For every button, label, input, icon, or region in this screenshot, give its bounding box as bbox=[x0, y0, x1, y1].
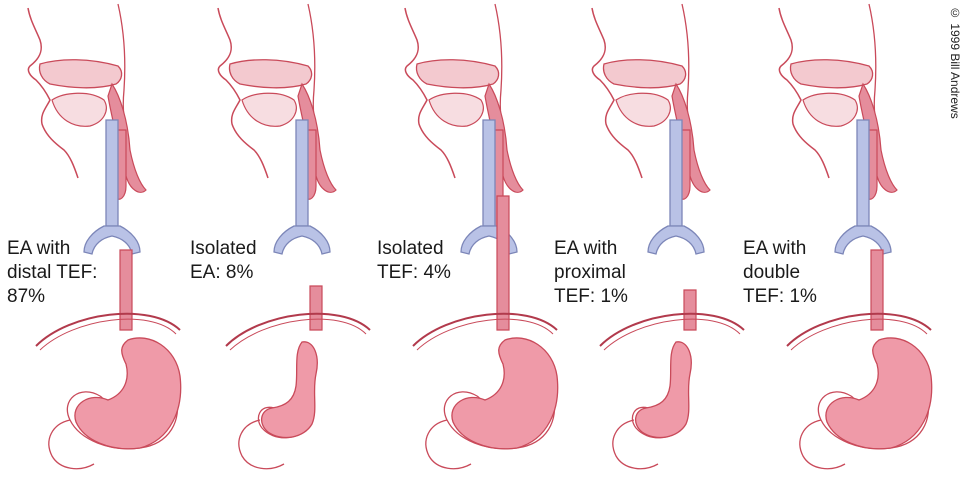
diaphragm bbox=[787, 314, 931, 346]
stomach bbox=[452, 338, 558, 449]
esophagus-lower bbox=[871, 250, 883, 330]
copyright-credit: © 1999 Bill Andrews bbox=[948, 6, 962, 119]
caption-ea-double-tef: EA with double TEF: 1% bbox=[743, 237, 817, 309]
nasal-cavity bbox=[39, 60, 121, 88]
tongue bbox=[242, 93, 296, 126]
diaphragm bbox=[226, 314, 370, 346]
trachea bbox=[670, 120, 682, 226]
diaphragm bbox=[600, 314, 744, 346]
head-outline bbox=[592, 8, 642, 178]
bronchi bbox=[648, 226, 704, 254]
diaphragm bbox=[413, 314, 557, 346]
stomach bbox=[636, 342, 692, 438]
caption-ea-distal-tef: EA with distal TEF: 87% bbox=[7, 237, 97, 309]
stomach bbox=[262, 342, 318, 438]
bronchi bbox=[274, 226, 330, 254]
tongue bbox=[803, 93, 857, 126]
trachea bbox=[296, 120, 308, 226]
head-outline bbox=[28, 8, 78, 178]
trachea bbox=[483, 120, 495, 226]
tongue bbox=[52, 93, 106, 126]
tongue bbox=[616, 93, 670, 126]
diaphragm-inner bbox=[604, 319, 740, 350]
caption-isolated-ea: Isolated EA: 8% bbox=[190, 237, 257, 285]
head-outline bbox=[779, 8, 829, 178]
caption-isolated-tef: Isolated TEF: 4% bbox=[377, 237, 451, 285]
caption-ea-proximal-tef: EA with proximal TEF: 1% bbox=[554, 237, 628, 309]
esophagus-lower bbox=[497, 196, 509, 330]
esophagus-lower bbox=[684, 290, 696, 330]
nasal-cavity bbox=[790, 60, 872, 88]
head-outline bbox=[218, 8, 268, 178]
head-outline bbox=[405, 8, 455, 178]
esophagus-lower bbox=[310, 286, 322, 330]
stomach bbox=[826, 338, 932, 449]
nasal-cavity bbox=[229, 60, 311, 88]
nasal-cavity bbox=[416, 60, 498, 88]
stomach bbox=[75, 338, 181, 449]
tongue bbox=[429, 93, 483, 126]
nasal-cavity bbox=[603, 60, 685, 88]
trachea bbox=[857, 120, 869, 226]
diaphragm-inner bbox=[230, 319, 366, 350]
esophagus-lower bbox=[120, 250, 132, 330]
diaphragm bbox=[36, 314, 180, 346]
trachea bbox=[106, 120, 118, 226]
